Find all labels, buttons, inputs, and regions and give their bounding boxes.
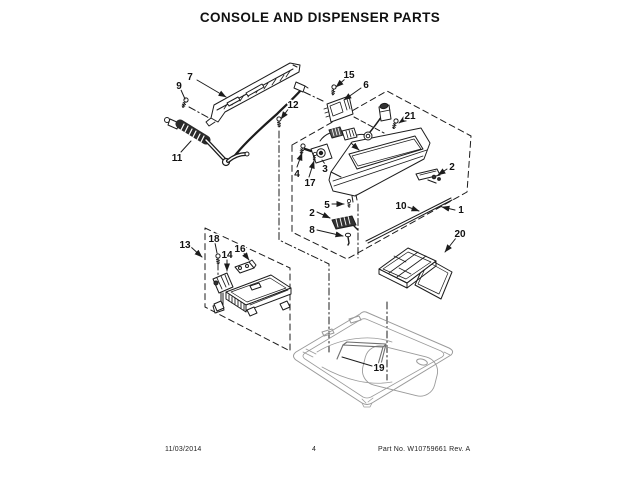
callout-9: 9 <box>176 81 182 92</box>
callout-1: 1 <box>458 205 464 216</box>
callout-21: 21 <box>404 111 416 122</box>
callout-15: 15 <box>343 70 355 81</box>
part-11-hose <box>164 117 250 167</box>
part-5-screw <box>346 198 352 208</box>
part-21-screw <box>390 117 400 130</box>
part-13-dispenser-housing <box>213 274 292 317</box>
part-1-console-body <box>328 127 431 203</box>
part-12-screw <box>276 116 282 128</box>
callout-14: 14 <box>221 250 233 261</box>
callout-2-right: 2 <box>449 162 455 173</box>
callout-10: 10 <box>395 201 407 212</box>
callout-5: 5 <box>324 200 330 211</box>
part-20-dispenser-drawer <box>378 247 453 300</box>
part-2-clip-right <box>415 168 441 184</box>
part-16-bracket <box>234 259 257 274</box>
callout-4: 4 <box>294 169 300 180</box>
dispenser-assembly-dashed-box <box>204 227 291 352</box>
footer-part-number: Part No. W10759661 Rev. A <box>378 446 471 453</box>
console-harness-connectors <box>319 102 392 151</box>
callout-8: 8 <box>309 225 315 236</box>
callout-20: 20 <box>454 229 466 240</box>
callout-7: 7 <box>187 72 193 83</box>
footer-date: 11/03/2014 <box>165 446 202 453</box>
callout-18: 18 <box>208 234 220 245</box>
callout-3: 3 <box>322 164 328 175</box>
alignment-centerlines <box>188 91 388 381</box>
part-6-control-board <box>323 95 354 123</box>
callout-labels: 7 9 11 12 15 6 21 3 17 4 2 10 1 5 2 8 13… <box>170 69 467 376</box>
callout-12: 12 <box>287 100 299 111</box>
footer-page-number: 4 <box>312 446 317 453</box>
part-14-dispenser-actuator <box>212 272 234 314</box>
part-10-trim-strip <box>365 197 453 244</box>
callout-16: 16 <box>234 244 246 255</box>
part-7-console-bracket <box>205 62 301 127</box>
part-8-fastener <box>344 232 352 246</box>
callout-2-middle: 2 <box>309 208 315 219</box>
part-19-top-panel <box>293 311 454 408</box>
board-to-console-leader <box>353 116 385 134</box>
callout-leaders <box>180 78 457 367</box>
callout-6: 6 <box>363 80 369 91</box>
callout-19: 19 <box>373 363 385 374</box>
part-18-screw <box>215 253 221 265</box>
part-2-clip-middle <box>331 215 359 231</box>
callout-11: 11 <box>172 153 183 164</box>
console-assembly-dashed-box <box>291 90 472 260</box>
part-15-screw <box>330 84 337 96</box>
page-title: CONSOLE AND DISPENSER PARTS <box>199 10 441 25</box>
callout-17: 17 <box>304 178 316 189</box>
callout-13: 13 <box>179 240 191 251</box>
